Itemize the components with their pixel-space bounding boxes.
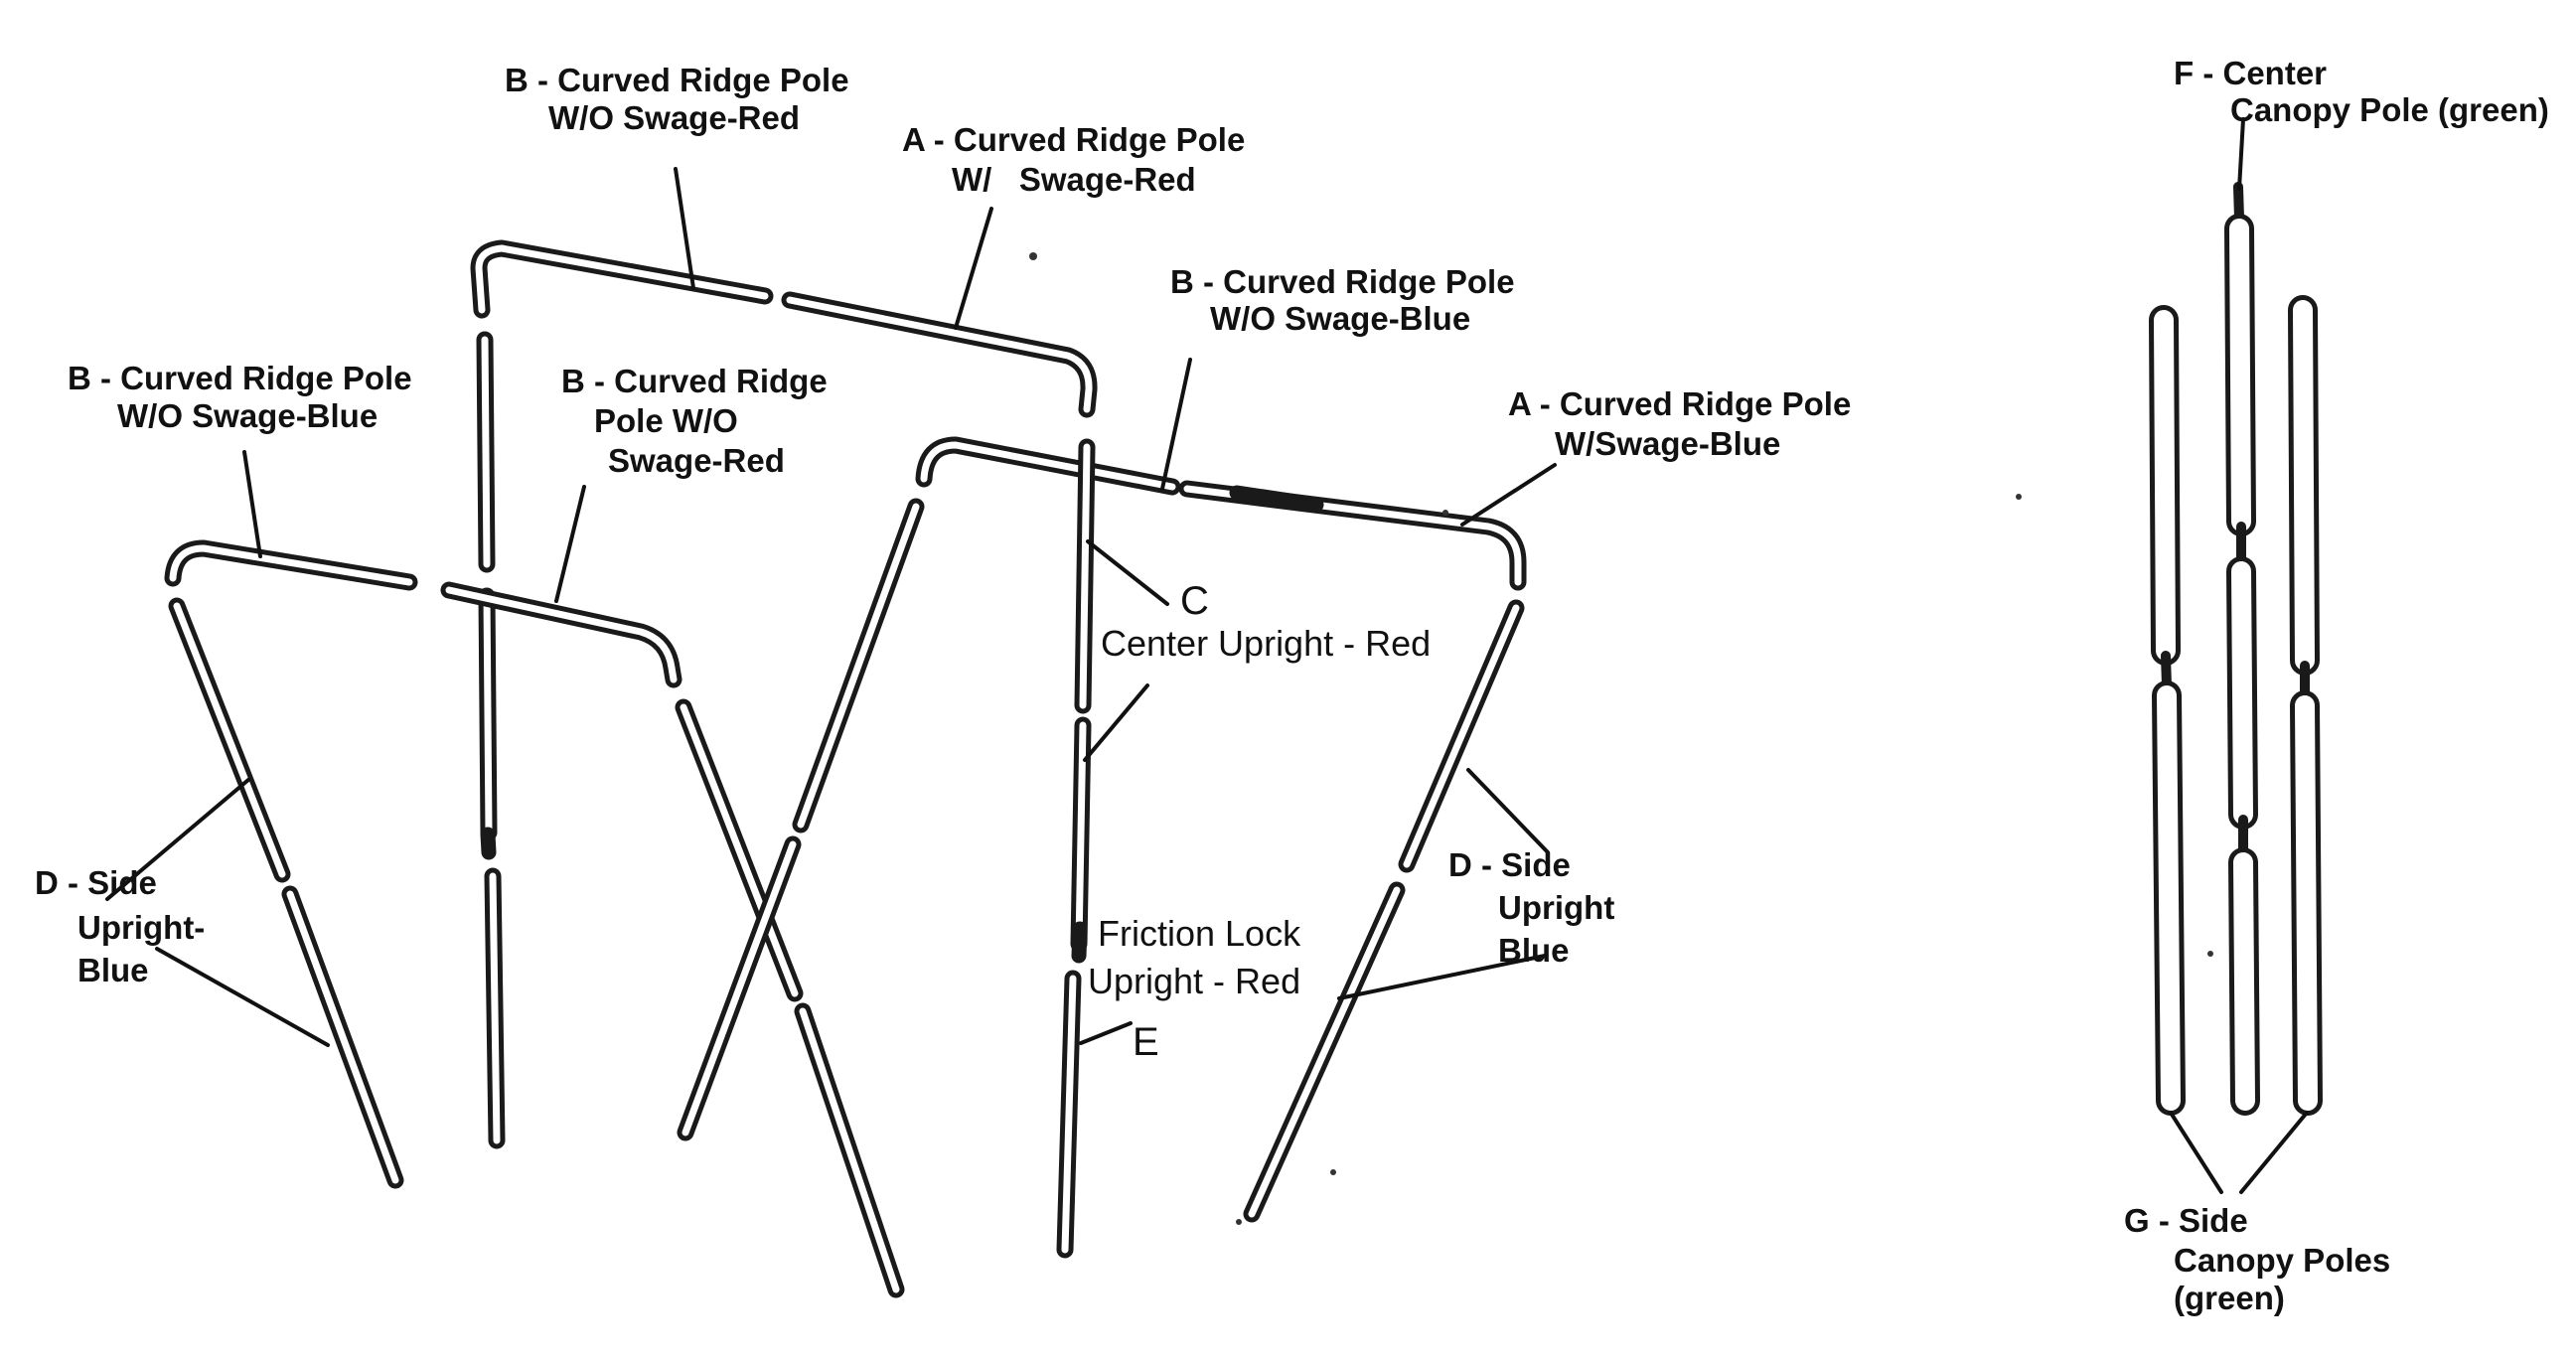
svg-text:D - Side: D - Side	[1448, 846, 1571, 883]
svg-text:F - Center: F - Center	[2174, 55, 2327, 91]
svg-text:Swage-Red: Swage-Red	[608, 442, 785, 479]
label-friction-lock-upright: Friction Lock Upright - Red E	[1088, 913, 1301, 1064]
pole-b-blue-left	[164, 539, 418, 591]
label-d-right: D - Side Upright Blue	[1448, 846, 1614, 969]
svg-text:W/Swage-Blue: W/Swage-Blue	[1555, 425, 1780, 462]
svg-text:B - Curved Ridge Pole: B - Curved Ridge Pole	[68, 360, 412, 396]
labels: B - Curved Ridge Pole W/O Swage-Red A - …	[35, 55, 2549, 1316]
svg-text:Friction Lock: Friction Lock	[1098, 913, 1301, 954]
svg-text:Pole W/O: Pole W/O	[594, 402, 738, 439]
svg-text:G - Side: G - Side	[2124, 1202, 2248, 1239]
svg-text:B - Curved Ridge: B - Curved Ridge	[561, 363, 828, 399]
svg-text:B - Curved Ridge Pole: B - Curved Ridge Pole	[1170, 263, 1515, 300]
svg-text:Center Upright - Red: Center Upright - Red	[1101, 623, 1431, 664]
label-b-red-top: B - Curved Ridge Pole W/O Swage-Red	[505, 62, 849, 136]
label-b-blue-mid: B - Curved Ridge Pole W/O Swage-Blue	[1170, 263, 1515, 337]
svg-text:Blue: Blue	[1498, 932, 1570, 969]
label-a-red: A - Curved Ridge Pole W/ Swage-Red	[902, 121, 1245, 198]
svg-text:E: E	[1133, 1020, 1159, 1064]
pole-a-red	[781, 291, 1098, 418]
svg-text:Canopy Poles: Canopy Poles	[2174, 1242, 2390, 1279]
label-d-left: D - Side Upright- Blue	[35, 864, 205, 988]
pole-ridge-blue-right	[915, 436, 1527, 591]
svg-text:B - Curved Ridge Pole: B - Curved Ridge Pole	[505, 62, 849, 98]
pole-d-blue-right	[1243, 599, 1525, 1223]
pole-b-red-mid	[440, 581, 682, 688]
label-b-blue-left: B - Curved Ridge Pole W/O Swage-Blue	[68, 360, 412, 434]
svg-text:A - Curved Ridge Pole: A - Curved Ridge Pole	[1508, 385, 1851, 422]
scan-specks	[1029, 252, 2213, 1225]
svg-text:W/ Swage-Red: W/ Swage-Red	[952, 161, 1196, 198]
pole-cross-down-right	[675, 698, 905, 1298]
pole-g-side-canopy-left	[2149, 305, 2186, 1116]
tent-frame-poles	[164, 239, 1527, 1298]
label-g-side-canopy: G - Side Canopy Poles (green)	[2124, 1202, 2390, 1316]
svg-text:W/O Swage-Blue: W/O Swage-Blue	[117, 397, 378, 434]
pole-e-friction-lock-upright	[1056, 970, 1082, 1259]
svg-text:Upright - Red: Upright - Red	[1088, 961, 1300, 1001]
svg-text:A - Curved Ridge Pole: A - Curved Ridge Pole	[902, 121, 1245, 158]
label-f-center-canopy: F - Center Canopy Pole (green)	[2174, 55, 2549, 128]
svg-text:W/O Swage-Blue: W/O Swage-Blue	[1210, 300, 1470, 337]
canopy-poles	[2149, 182, 2323, 1116]
svg-text:Blue: Blue	[77, 952, 149, 988]
label-b-red-mid: B - Curved Ridge Pole W/O Swage-Red	[561, 363, 828, 479]
svg-text:D - Side: D - Side	[35, 864, 157, 901]
svg-text:Canopy Pole (green): Canopy Pole (green)	[2230, 91, 2549, 128]
pole-d-blue-left	[168, 597, 404, 1189]
leader-lines	[105, 117, 2309, 1194]
svg-text:Upright: Upright	[1498, 889, 1614, 926]
label-a-blue: A - Curved Ridge Pole W/Swage-Blue	[1508, 385, 1851, 462]
label-c-center-upright: C Center Upright - Red	[1101, 579, 1431, 664]
pole-g-side-canopy-right	[2288, 295, 2323, 1116]
svg-text:(green): (green)	[2174, 1280, 2285, 1316]
svg-text:Upright-: Upright-	[77, 909, 205, 946]
pole-b-red-top	[470, 239, 774, 319]
svg-text:W/O Swage-Red: W/O Swage-Red	[548, 99, 800, 136]
pole-f-center-canopy	[2224, 182, 2260, 1116]
pole-cross-down-left	[677, 498, 925, 1141]
pole-c-center-upright-red	[1070, 438, 1096, 964]
svg-text:C: C	[1180, 579, 1209, 623]
pole-upright-left-center	[476, 331, 506, 1149]
